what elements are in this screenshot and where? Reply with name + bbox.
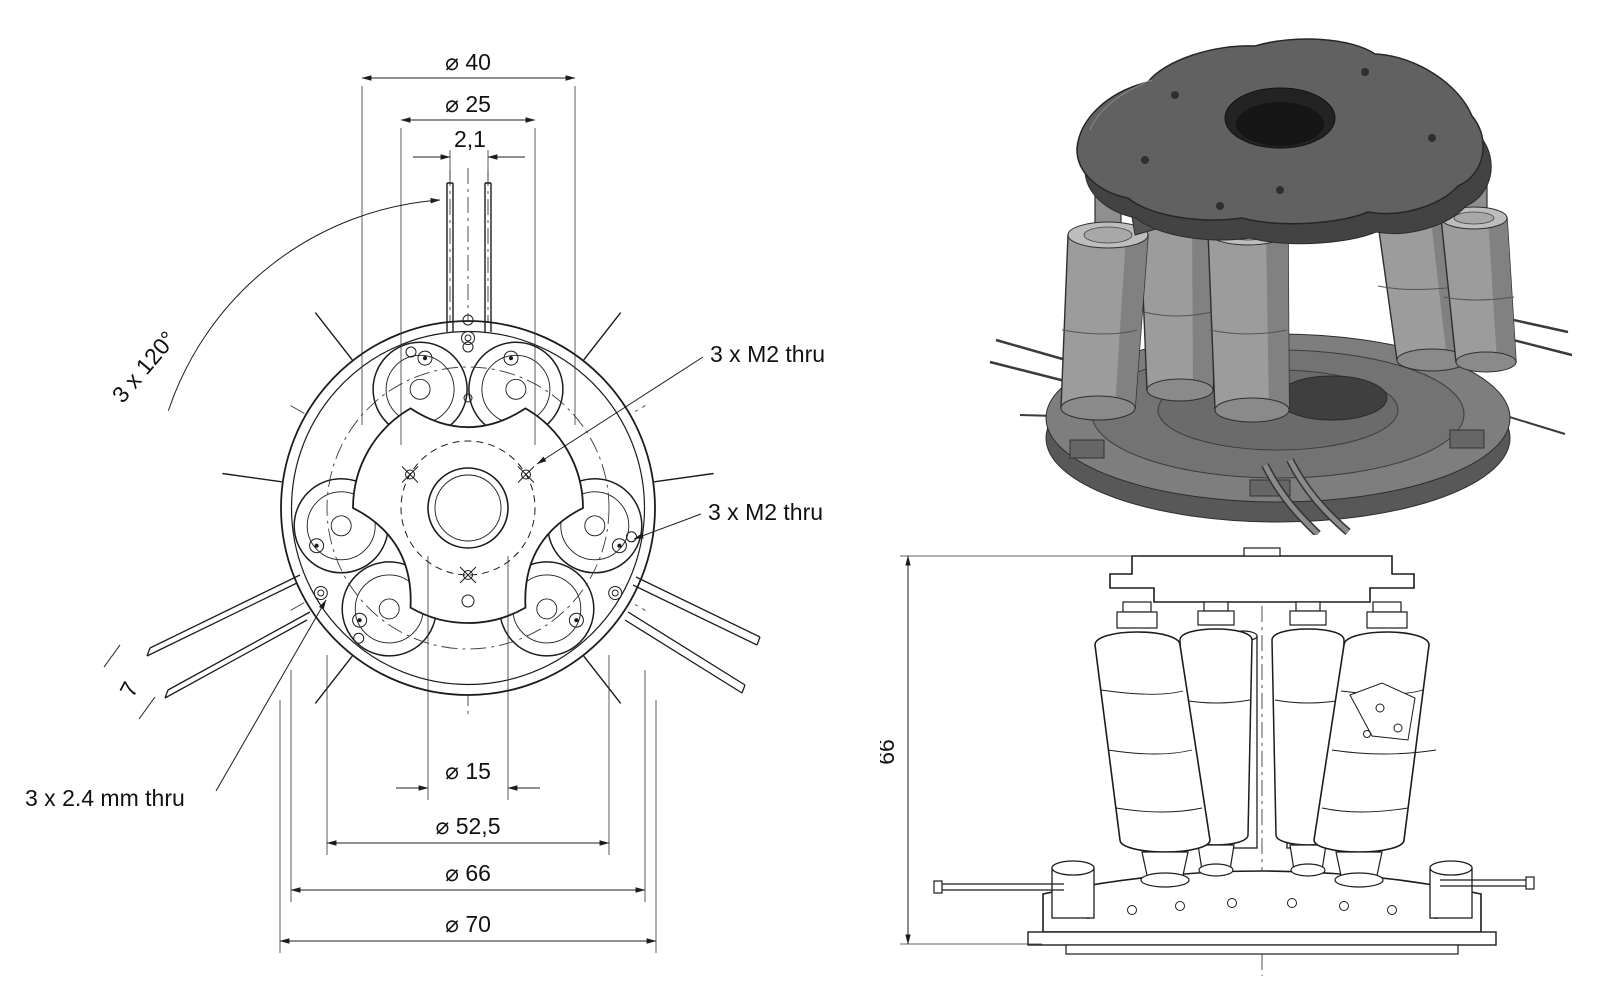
d52-5-label: ⌀ 52,5 — [435, 813, 500, 839]
dimension-d40: ⌀ 40 — [361, 49, 576, 425]
d66-label: ⌀ 66 — [445, 860, 491, 886]
sensor-pins — [446, 182, 492, 332]
dimension-d15: ⌀ 15 — [396, 556, 540, 800]
dimension-d66: ⌀ 66 — [290, 670, 646, 902]
bolt-circle-52-5 — [326, 366, 610, 650]
flange-screws — [309, 350, 627, 628]
note-m2-outer: 3 x M2 thru — [633, 499, 823, 540]
iso-view-rendering — [989, 38, 1573, 535]
note-holes-24: 3 x 2.4 mm thru — [25, 599, 327, 811]
dimension-d25: ⌀ 25 — [400, 91, 536, 445]
top-view-drawing: 7 ⌀ 40 ⌀ 25 2,1 3 x 120° — [25, 49, 825, 953]
holes-2-4mm — [313, 331, 623, 600]
joint-caps — [1116, 601, 1408, 629]
top-plate-3d — [1076, 38, 1492, 245]
antenna-spikes — [222, 312, 714, 704]
front-actuators — [1094, 631, 1437, 888]
m2-outer-label: 3 x M2 thru — [708, 499, 823, 525]
front-view-drawing: 66 — [880, 547, 1535, 976]
angle-label: 3 x 120° — [107, 326, 181, 408]
moving-platform-top — [352, 314, 584, 624]
dimension-height-66: 66 — [880, 555, 1138, 945]
m2-inner-label: 3 x M2 thru — [710, 341, 825, 367]
height-66-label: 66 — [880, 739, 899, 765]
dimension-pin-pitch: 2,1 — [413, 126, 525, 180]
pin-pitch-label: 2,1 — [454, 126, 486, 152]
top-plate-front — [1109, 547, 1415, 629]
d70-label: ⌀ 70 — [445, 911, 491, 937]
base-front — [1027, 860, 1497, 955]
d15-label: ⌀ 15 — [445, 758, 491, 784]
d40-label: ⌀ 40 — [445, 49, 491, 75]
dimension-d52-5: ⌀ 52,5 — [326, 655, 610, 855]
note-m2-inner: 3 x M2 thru — [536, 341, 825, 465]
cables — [103, 574, 761, 720]
dimension-d70: ⌀ 70 — [279, 700, 657, 953]
d25-label: ⌀ 25 — [445, 91, 491, 117]
side-pins — [933, 876, 1535, 894]
cables-3d — [1261, 458, 1351, 535]
holes-24-label: 3 x 2.4 mm thru — [25, 785, 185, 811]
m2-inner-holes — [401, 466, 535, 584]
cable-pitch-label: 7 — [114, 677, 143, 701]
